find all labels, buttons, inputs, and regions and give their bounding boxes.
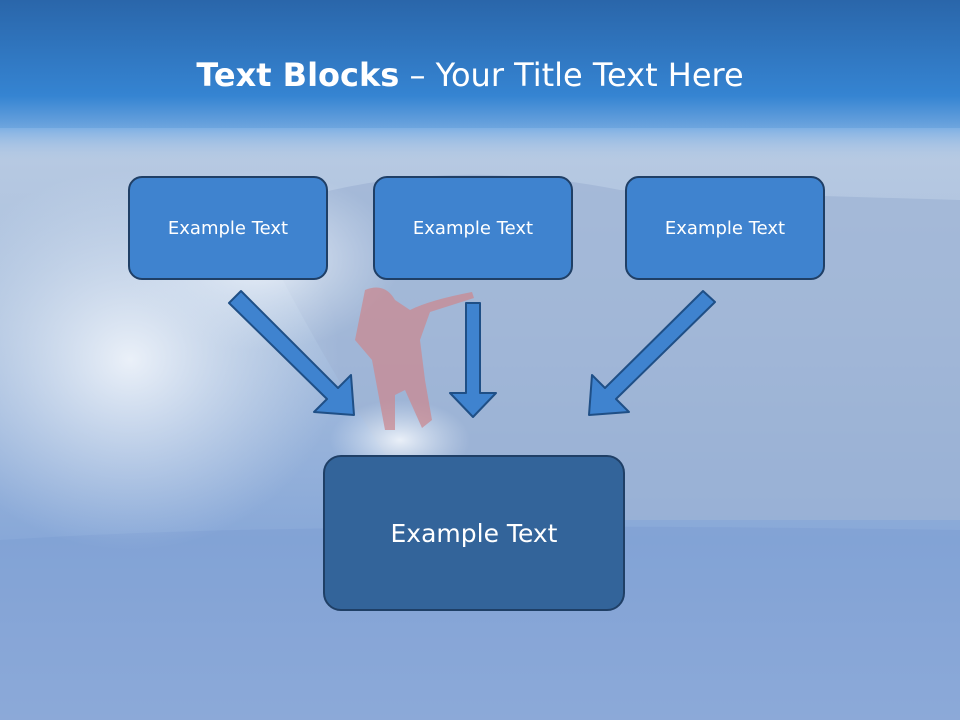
- title-dash: –: [399, 56, 436, 94]
- slide-title: Text Blocks – Your Title Text Here: [0, 52, 940, 98]
- text-block-2-label: Example Text: [412, 217, 534, 239]
- arrow-center-down: [449, 302, 497, 418]
- text-block-2[interactable]: Example Text: [373, 176, 573, 280]
- title-rest: Your Title Text Here: [435, 56, 744, 94]
- center-text-block-label: Example Text: [390, 518, 558, 548]
- text-block-3[interactable]: Example Text: [625, 176, 825, 280]
- arrow-right-down-left: [588, 290, 716, 416]
- center-text-block[interactable]: Example Text: [323, 455, 625, 611]
- text-block-1[interactable]: Example Text: [128, 176, 328, 280]
- title-bold-part: Text Blocks: [196, 56, 400, 94]
- text-block-3-label: Example Text: [664, 217, 786, 239]
- text-block-1-label: Example Text: [167, 217, 289, 239]
- arrow-left-down-right: [228, 290, 355, 416]
